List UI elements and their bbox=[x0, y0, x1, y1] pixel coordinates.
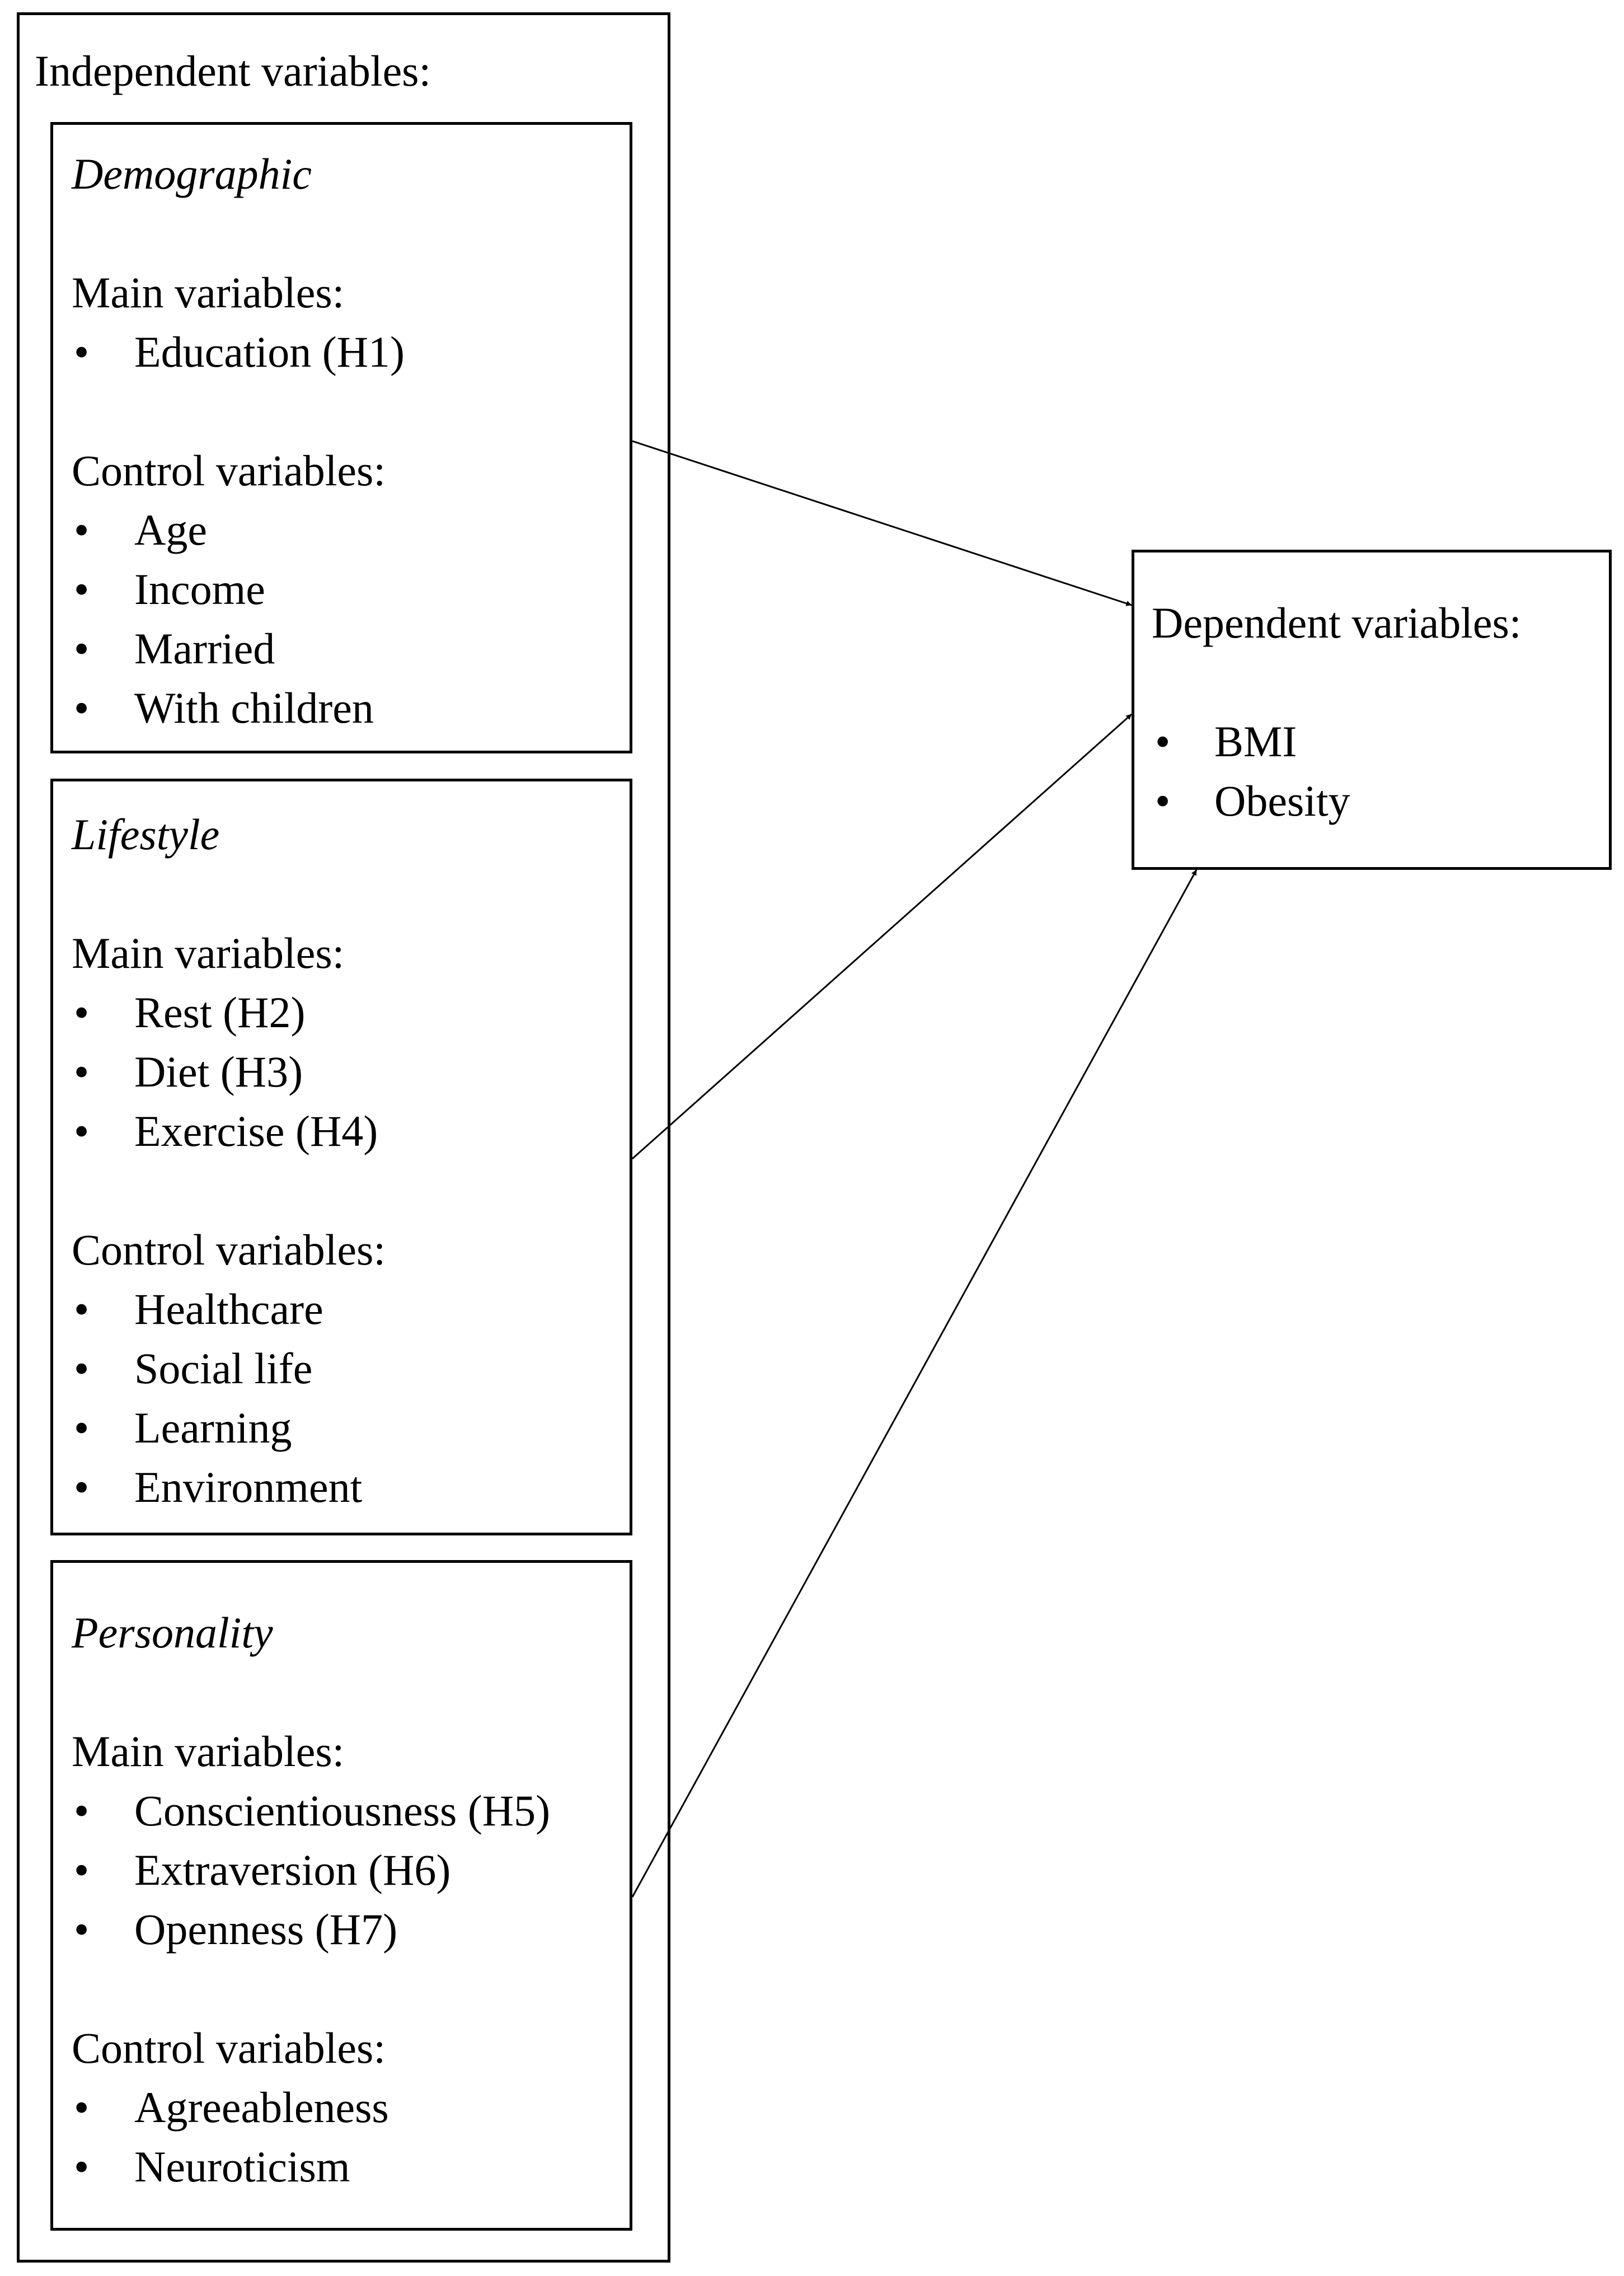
bullet-icon: • bbox=[74, 1285, 90, 1333]
lifestyle-control-label: Control variables: bbox=[72, 1225, 386, 1274]
dependent-variables-box bbox=[1132, 550, 1612, 870]
dependent-item: Obesity bbox=[1214, 776, 1350, 825]
personality-control-label: Control variables: bbox=[72, 2024, 386, 2072]
demographic-control-label: Control variables: bbox=[72, 446, 386, 495]
lifestyle-control-item: Social life bbox=[134, 1344, 313, 1393]
bullet-icon: • bbox=[74, 988, 90, 1037]
bullet-icon: • bbox=[74, 683, 90, 732]
demographic-group-title: Demographic bbox=[72, 149, 312, 198]
lifestyle-main-item: Exercise (H4) bbox=[134, 1107, 378, 1155]
bullet-icon: • bbox=[74, 1463, 90, 1511]
bullet-icon: • bbox=[74, 1786, 90, 1835]
bullet-icon: • bbox=[74, 1403, 90, 1452]
bullet-icon: • bbox=[74, 327, 90, 376]
demographic-group-box bbox=[50, 122, 632, 753]
personality-main-item: Conscientiousness (H5) bbox=[134, 1786, 551, 1835]
bullet-icon: • bbox=[74, 1846, 90, 1894]
bullet-icon: • bbox=[74, 1905, 90, 1954]
bullet-icon: • bbox=[74, 1344, 90, 1393]
dependent-variables-title: Dependent variables: bbox=[1152, 598, 1522, 647]
bullet-icon: • bbox=[74, 1047, 90, 1096]
lifestyle-group-box bbox=[50, 779, 632, 1535]
lifestyle-control-item: Healthcare bbox=[134, 1285, 323, 1333]
bullet-icon: • bbox=[74, 565, 90, 614]
demographic-main-item: Education (H1) bbox=[134, 327, 405, 376]
personality-main-item: Extraversion (H6) bbox=[134, 1846, 451, 1894]
bullet-icon: • bbox=[1155, 776, 1171, 825]
bullet-icon: • bbox=[74, 2142, 90, 2191]
demographic-main-label: Main variables: bbox=[72, 268, 345, 317]
personality-main-label: Main variables: bbox=[72, 1727, 345, 1776]
bullet-icon: • bbox=[74, 505, 90, 554]
personality-main-item: Openness (H7) bbox=[134, 1905, 398, 1954]
demographic-control-item: Income bbox=[134, 565, 265, 614]
dependent-item: BMI bbox=[1214, 717, 1297, 766]
personality-control-item: Neuroticism bbox=[134, 2142, 350, 2191]
lifestyle-main-label: Main variables: bbox=[72, 929, 345, 977]
arrow-demographic-to-dependent bbox=[632, 440, 1132, 606]
arrow-personality-to-dependent bbox=[631, 869, 1198, 1898]
personality-group-title: Personality bbox=[72, 1608, 273, 1657]
demographic-control-item: Age bbox=[134, 505, 207, 554]
lifestyle-control-item: Learning bbox=[134, 1403, 292, 1452]
arrow-lifestyle-to-dependent bbox=[632, 713, 1132, 1160]
bullet-icon: • bbox=[74, 2083, 90, 2132]
demographic-control-item: With children bbox=[134, 683, 374, 732]
bullet-icon: • bbox=[74, 624, 90, 673]
bullet-icon: • bbox=[74, 1107, 90, 1155]
lifestyle-main-item: Diet (H3) bbox=[134, 1047, 303, 1096]
personality-group-box bbox=[50, 1560, 632, 2231]
lifestyle-group-title: Lifestyle bbox=[72, 810, 220, 859]
bullet-icon: • bbox=[1155, 717, 1171, 766]
lifestyle-control-item: Environment bbox=[134, 1463, 363, 1511]
demographic-control-item: Married bbox=[134, 624, 275, 673]
independent-variables-title: Independent variables: bbox=[35, 46, 431, 95]
personality-control-item: Agreeableness bbox=[134, 2083, 389, 2132]
lifestyle-main-item: Rest (H2) bbox=[134, 988, 306, 1037]
